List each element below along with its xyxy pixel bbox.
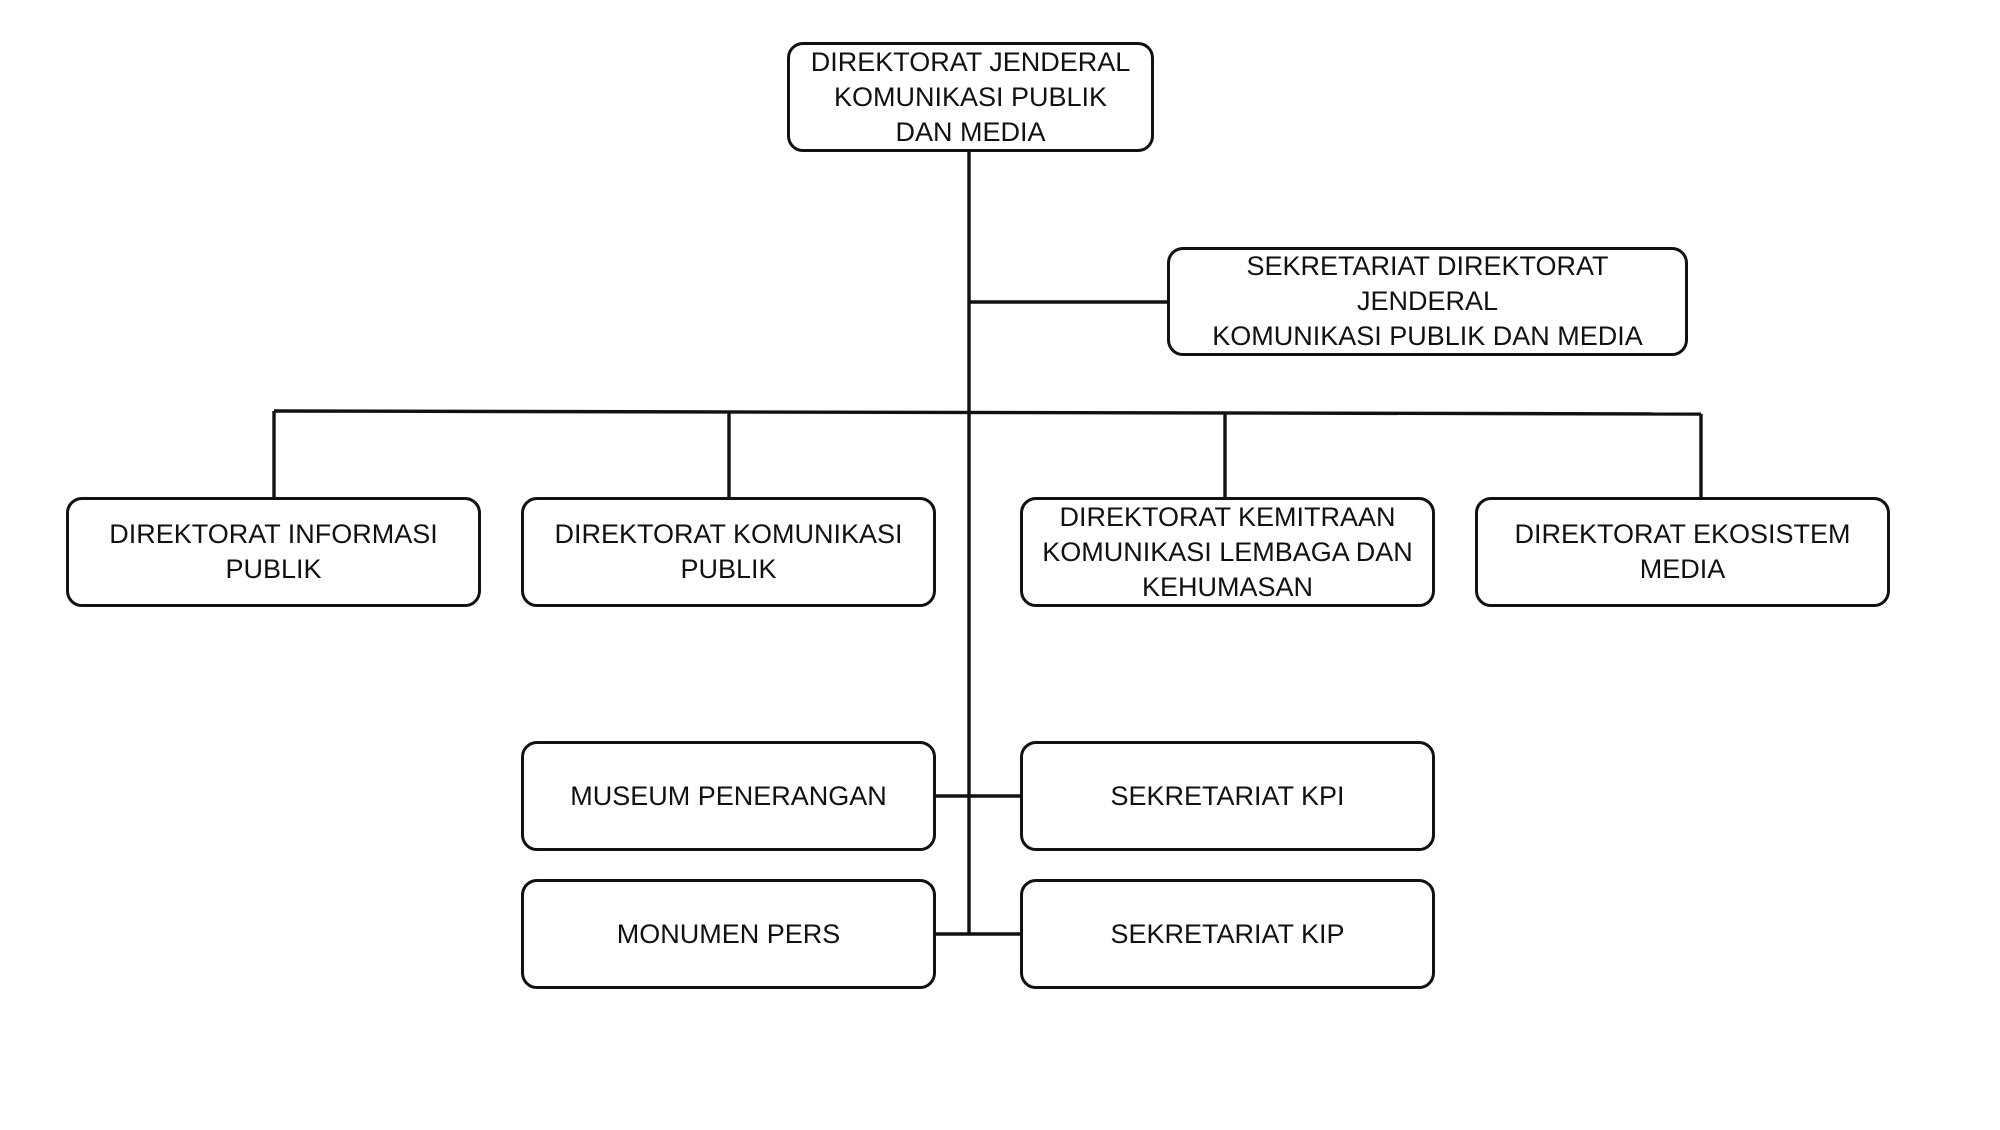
directorate-bus-line [273, 409, 1702, 416]
node-direktorat-ekosistem-media: DIREKTORAT EKOSISTEM MEDIA [1475, 497, 1890, 607]
node-monumen-pers: MONUMEN PERS [521, 879, 936, 989]
node-label: DIREKTORAT JENDERAL KOMUNIKASI PUBLIK DA… [810, 46, 1131, 147]
node-label: DIREKTORAT KEMITRAAN KOMUNIKASI LEMBAGA … [1042, 501, 1413, 602]
node-label: DIREKTORAT KOMUNIKASI PUBLIK [554, 519, 903, 584]
node-direktorat-informasi-publik: DIREKTORAT INFORMASI PUBLIK [66, 497, 481, 607]
node-sekretariat-kpi: SEKRETARIAT KPI [1020, 741, 1435, 851]
node-direktorat-komunikasi-publik: DIREKTORAT KOMUNIKASI PUBLIK [521, 497, 936, 607]
node-label: SEKRETARIAT KPI [1110, 780, 1345, 811]
node-direktorat-kemitraan: DIREKTORAT KEMITRAAN KOMUNIKASI LEMBAGA … [1020, 497, 1435, 607]
node-sekretariat-direktorat-jenderal: SEKRETARIAT DIREKTORAT JENDERAL KOMUNIKA… [1167, 247, 1688, 356]
node-label: SEKRETARIAT DIREKTORAT JENDERAL KOMUNIKA… [1212, 251, 1643, 351]
node-sekretariat-kip: SEKRETARIAT KIP [1020, 879, 1435, 989]
node-direktorat-jenderal: DIREKTORAT JENDERAL KOMUNIKASI PUBLIK DA… [787, 42, 1154, 152]
node-label: SEKRETARIAT KIP [1110, 918, 1345, 949]
node-label: MUSEUM PENERANGAN [570, 780, 887, 811]
node-museum-penerangan: MUSEUM PENERANGAN [521, 741, 936, 851]
node-label: DIREKTORAT INFORMASI PUBLIK [109, 519, 438, 584]
node-label: DIREKTORAT EKOSISTEM MEDIA [1514, 519, 1851, 584]
node-label: MONUMEN PERS [616, 918, 841, 949]
